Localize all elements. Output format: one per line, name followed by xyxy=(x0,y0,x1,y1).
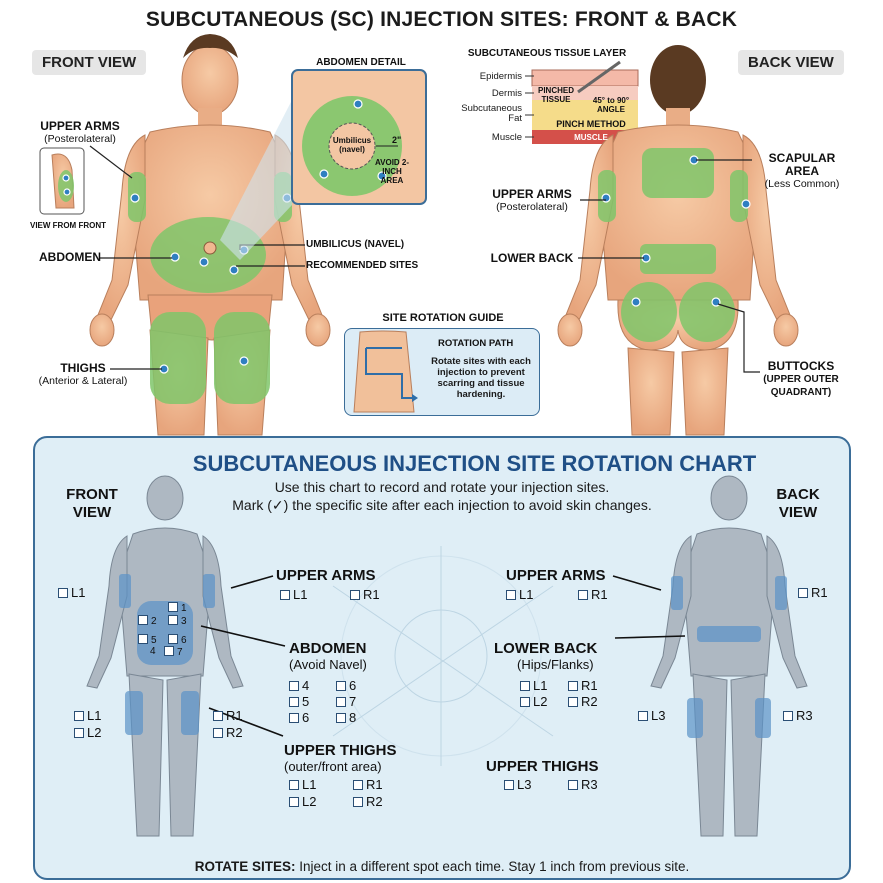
abd-num-3[interactable]: 3 xyxy=(168,615,187,627)
label-recommended-sites: RECOMMENDED SITES xyxy=(306,260,419,271)
rotation-guide-text: Rotate sites with each injection to prev… xyxy=(431,356,531,400)
abdomen-detail-diagram xyxy=(220,69,427,260)
abdomen-detail-umbilicus: Umbilicus (navel) xyxy=(332,136,372,154)
abd-num-2[interactable]: 2 xyxy=(138,615,157,627)
rotation-guide-title: SITE ROTATION GUIDE xyxy=(382,312,504,324)
back-thigh-left-l3[interactable]: L3 xyxy=(638,708,665,723)
angle-label: 45° to 90° ANGLE xyxy=(592,96,630,114)
back-upper-arms-r1[interactable]: R1 xyxy=(578,587,608,602)
rotation-guide-art xyxy=(353,330,418,413)
abd-num-5[interactable]: 5 xyxy=(138,634,157,646)
abdomen-detail-distance: 2" xyxy=(392,135,402,145)
back-lower-r1[interactable]: R1 xyxy=(568,678,598,693)
chart-back-body xyxy=(650,475,808,837)
label-buttocks: BUTTOCKS(UPPER OUTER QUADRANT) xyxy=(763,359,839,399)
chart-instr-2: Mark (✓) the specific site after each in… xyxy=(232,497,652,513)
abdomen-check-4[interactable]: 4 xyxy=(289,678,309,693)
back-thigh-right-r3[interactable]: R3 xyxy=(783,708,813,723)
muscle-label: MUSCLE xyxy=(574,133,608,142)
back-lower-r2[interactable]: R2 xyxy=(568,694,598,709)
front-thigh-left-l2[interactable]: L2 xyxy=(74,725,101,740)
abdomen-check-5[interactable]: 5 xyxy=(289,694,309,709)
chart-front-upper-thighs: UPPER THIGHS xyxy=(284,742,397,759)
back-upper-arms-l1[interactable]: L1 xyxy=(506,587,533,602)
chart-front-abdomen-sub: (Avoid Navel) xyxy=(289,657,367,672)
label-view-from-front: VIEW FROM FRONT xyxy=(30,221,106,230)
abd-num-1[interactable]: 1 xyxy=(168,602,187,614)
front-upper-thighs-l1[interactable]: L1 xyxy=(289,777,316,792)
front-thigh-right-r1[interactable]: R1 xyxy=(213,708,243,723)
back-lower-l2[interactable]: L2 xyxy=(520,694,547,709)
abd-num-4[interactable]: 4 xyxy=(150,646,156,657)
pinch-method-label: PINCH METHOD xyxy=(556,119,626,129)
back-view-badge: BACK VIEW xyxy=(738,50,844,75)
chart-footer: ROTATE SITES: Inject in a different spot… xyxy=(33,859,851,874)
label-lower-back: LOWER BACK xyxy=(490,251,574,265)
front-upper-arms-r1[interactable]: R1 xyxy=(350,587,380,602)
back-upper-thighs-l3[interactable]: L3 xyxy=(504,777,531,792)
back-body xyxy=(557,45,799,436)
chart-back-lower-back-sub: (Hips/Flanks) xyxy=(517,657,594,672)
label-scapular: SCAPULAR AREA(Less Common) xyxy=(764,151,840,191)
chart-front-upper-arms: UPPER ARMS xyxy=(276,567,376,584)
pinched-tissue-label: PINCHED TISSUE xyxy=(537,86,574,104)
top-illustration xyxy=(39,34,799,436)
abdomen-detail-avoid: AVOID 2-INCH AREA xyxy=(374,158,410,185)
front-thigh-left-l1[interactable]: L1 xyxy=(74,708,101,723)
abd-num-6[interactable]: 6 xyxy=(168,634,187,646)
abdomen-check-6[interactable]: 6 xyxy=(336,678,356,693)
layer-subcutaneous-fat: Subcutaneous Fat xyxy=(461,103,522,124)
label-thighs-front: THIGHS(Anterior & Lateral) xyxy=(38,361,128,388)
rotation-path-label: ROTATION PATH xyxy=(438,338,514,349)
chart-title: SUBCUTANEOUS INJECTION SITE ROTATION CHA… xyxy=(192,451,757,476)
front-upper-thighs-r2[interactable]: R2 xyxy=(353,794,383,809)
front-upper-thighs-l2[interactable]: L2 xyxy=(289,794,316,809)
chart-back-upper-arms: UPPER ARMS xyxy=(506,567,606,584)
back-lower-l1[interactable]: L1 xyxy=(520,678,547,693)
label-upper-arms-back: UPPER ARMS(Posterolateral) xyxy=(492,187,572,214)
front-view-badge: FRONT VIEW xyxy=(32,50,147,75)
tissue-layer-title: SUBCUTANEOUS TISSUE LAYER xyxy=(467,48,627,59)
layer-epidermis: Epidermis xyxy=(479,71,522,82)
abd-num-7[interactable]: 7 xyxy=(164,646,183,658)
label-abdomen-front: ABDOMEN xyxy=(39,250,101,264)
abdomen-check-7[interactable]: 7 xyxy=(336,694,356,709)
abdomen-detail-title: ABDOMEN DETAIL xyxy=(316,57,406,68)
label-umbilicus: UMBILICUS (NAVEL) xyxy=(306,239,405,250)
back-upper-thighs-r3[interactable]: R3 xyxy=(568,777,598,792)
abdomen-check-6b[interactable]: 6 xyxy=(289,710,309,725)
chart-instr-1: Use this chart to record and rotate your… xyxy=(274,479,610,495)
front-upper-arms-l1[interactable]: L1 xyxy=(280,587,307,602)
label-upper-arms-front: UPPER ARMS(Posterolateral) xyxy=(40,119,120,146)
abdomen-check-8[interactable]: 8 xyxy=(336,710,356,725)
layer-dermis: Dermis xyxy=(491,88,522,99)
layer-muscle: Muscle xyxy=(491,132,522,143)
chart-front-abdomen: ABDOMEN xyxy=(289,640,367,657)
footer-text: Inject in a different spot each time. St… xyxy=(299,859,690,874)
arm-inset xyxy=(39,147,85,215)
front-upper-thighs-r1[interactable]: R1 xyxy=(353,777,383,792)
back-arm-right-checkbox[interactable]: R1 xyxy=(798,585,828,600)
footer-bold: ROTATE SITES: xyxy=(194,859,296,874)
chart-back-lower-back: LOWER BACK xyxy=(494,640,598,657)
chart-front-view-label: FRONT VIEW xyxy=(66,486,118,521)
front-thigh-right-r2[interactable]: R2 xyxy=(213,725,243,740)
chart-back-upper-thighs: UPPER THIGHS xyxy=(486,758,599,775)
front-arm-left-checkbox[interactable]: L1 xyxy=(58,585,85,600)
tissue-layer-diagram xyxy=(525,60,639,144)
chart-front-upper-thighs-sub: (outer/front area) xyxy=(284,759,382,774)
page-title: SUBCUTANEOUS (SC) INJECTION SITES: FRONT… xyxy=(145,8,738,31)
chart-back-view-label: BACK VIEW xyxy=(776,486,820,521)
